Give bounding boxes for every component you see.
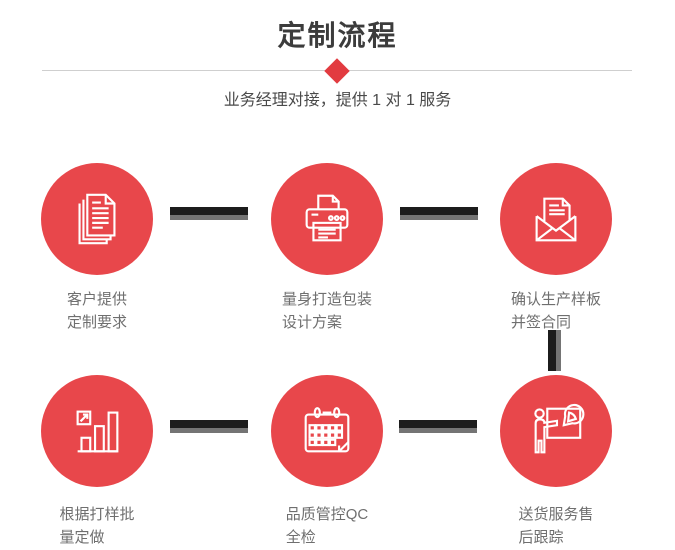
connector-step4-step5 [170, 420, 248, 433]
step-label-3: 确认生产样板 并签合同 [470, 288, 642, 334]
step-label-line: 根据打样批 [59, 506, 135, 523]
step-label-line: 品质管控QC [285, 506, 369, 523]
step-label-1: 客户提供 定制要求 [11, 288, 183, 334]
step-label-5: 品质管控QC 全检 [241, 503, 413, 549]
connector-step3-step6 [548, 330, 561, 371]
step-label-line: 客户提供 [66, 291, 127, 308]
diamond-icon [324, 58, 350, 84]
step-label-line: 全检 [285, 529, 316, 546]
printer-icon [305, 194, 349, 242]
step-label-6: 送货服务售 后跟踪 [470, 503, 642, 549]
step-circle-3 [500, 163, 612, 275]
step-label-2: 量身打造包装 设计方案 [241, 288, 413, 334]
step-label-line: 送货服务售 [518, 506, 594, 523]
section-title: 定制流程 [277, 20, 398, 51]
calendar-icon [304, 407, 350, 453]
presentation-icon [534, 403, 585, 454]
step-label-line: 并签合同 [510, 314, 571, 331]
documents-icon [78, 193, 116, 245]
bar-chart-icon [76, 410, 119, 453]
step-label-line: 后跟踪 [518, 529, 564, 546]
step-circle-2 [271, 163, 383, 275]
step-label-line: 量定做 [59, 529, 105, 546]
step-circle-1 [41, 163, 153, 275]
connector-step1-step2 [170, 207, 248, 220]
step-label-line: 定制要求 [66, 314, 127, 331]
step-circle-5 [271, 375, 383, 487]
step-label-line: 设计方案 [281, 314, 342, 331]
connector-step5-step6 [399, 420, 477, 433]
step-circle-6 [500, 375, 612, 487]
step-label-line: 量身打造包装 [281, 291, 372, 308]
step-label-line: 确认生产样板 [510, 291, 601, 308]
step-circle-4 [41, 375, 153, 487]
connector-step2-step3 [400, 207, 478, 220]
section-subtitle: 业务经理对接，提供 1 对 1 服务 [223, 92, 452, 109]
step-label-4: 根据打样批 量定做 [11, 503, 183, 549]
envelope-icon [535, 197, 577, 242]
